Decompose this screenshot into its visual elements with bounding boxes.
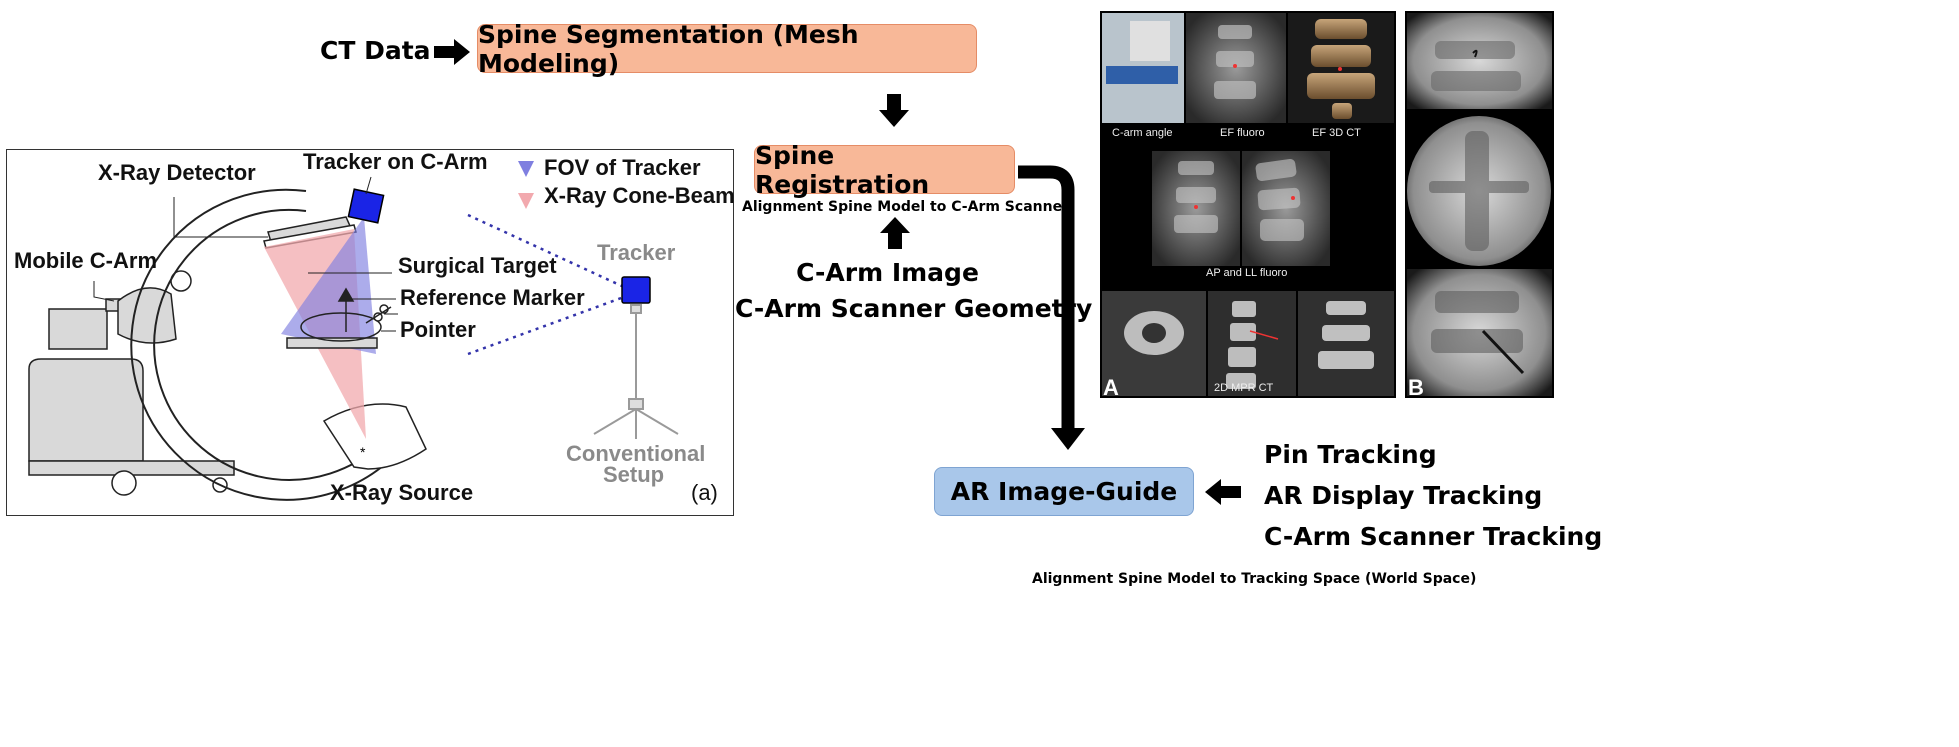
- caption-ap-ll-fluoro: AP and LL fluoro: [1206, 267, 1287, 279]
- registration-to-guide-connector: [1018, 165, 1085, 450]
- pointer-label: Pointer: [400, 317, 476, 342]
- setup-label: Setup: [603, 462, 664, 487]
- carm-image-label: C-Arm Image: [796, 258, 979, 287]
- panel-a-letter: A: [1103, 375, 1119, 398]
- tracker-fov: [281, 217, 376, 354]
- carm-ring: [130, 188, 402, 501]
- ar-guide-box: AR Image-Guide: [934, 467, 1194, 516]
- caption-2d-mpr-ct: 2D MPR CT: [1214, 382, 1274, 394]
- tripod-icon: [593, 304, 679, 439]
- conventional-label: Conventional: [566, 441, 705, 466]
- leader-lines: [93, 197, 398, 332]
- mobile-carm-label: Mobile C-Arm: [14, 248, 157, 273]
- segmentation-box: Spine Segmentation (Mesh Modeling): [477, 20, 977, 78]
- segmentation-label: Spine Segmentation (Mesh Modeling): [478, 19, 859, 78]
- registration-caption: Alignment Spine Model to C-Arm Scanner: [742, 199, 1069, 215]
- panel-b-letter: B: [1408, 375, 1424, 398]
- reference-marker-label: Reference Marker: [400, 285, 585, 310]
- carm-geometry-label: C-Arm Scanner Geometry: [735, 294, 1093, 323]
- legend-cone-label: X-Ray Cone-Beam: [544, 183, 734, 208]
- down-arrow-icon: [879, 94, 909, 127]
- up-arrow-icon: [880, 217, 910, 249]
- conventional-tracker-icon: [621, 276, 651, 304]
- panel-a-label: (a): [691, 480, 718, 505]
- registration-label: Spine Registration: [755, 140, 930, 199]
- tracker-label: Tracker: [597, 240, 676, 265]
- medical-panel-a: C-arm angle EF fluoro EF 3D CT AP and LL…: [1100, 11, 1396, 398]
- tracker-on-carm-label: Tracker on C-Arm: [303, 149, 488, 174]
- ct-data-label: CT Data: [320, 36, 431, 65]
- ar-display-tracking-label: AR Display Tracking: [1264, 481, 1543, 510]
- xray-source-label: X-Ray Source: [330, 480, 473, 505]
- caption-carm-angle: C-arm angle: [1112, 127, 1173, 139]
- pin-tracking-label: Pin Tracking: [1264, 440, 1437, 469]
- left-arrow-icon: [1205, 479, 1241, 505]
- xray-detector-label: X-Ray Detector: [98, 160, 256, 185]
- carm-setup-diagram: * FOV of Tracker X-Ray Co: [6, 149, 734, 516]
- surgical-target: [286, 287, 392, 349]
- world-space-caption: Alignment Spine Model to Tracking Space …: [1032, 571, 1477, 587]
- medical-panel-b: B: [1405, 11, 1554, 398]
- registration-box: Spine Registration: [754, 141, 1015, 199]
- fluoro-image-1: [1407, 13, 1552, 109]
- surgical-target-label: Surgical Target: [398, 253, 557, 278]
- tracker-leader: [365, 176, 372, 195]
- ar-guide-label: AR Image-Guide: [950, 477, 1178, 506]
- legend-cone-icon: [518, 193, 534, 209]
- fov-line-bottom: [467, 295, 625, 356]
- carm-tracker-icon: [347, 188, 385, 224]
- right-arrow-icon: [434, 39, 470, 65]
- carm-scanner-tracking-label: C-Arm Scanner Tracking: [1264, 522, 1603, 551]
- caption-ef-fluoro: EF fluoro: [1220, 127, 1265, 139]
- source-point-icon: *: [360, 444, 366, 460]
- caption-ef-3d-ct: EF 3D CT: [1312, 127, 1361, 139]
- legend-fov-icon: [518, 161, 534, 177]
- legend-fov-label: FOV of Tracker: [544, 155, 701, 180]
